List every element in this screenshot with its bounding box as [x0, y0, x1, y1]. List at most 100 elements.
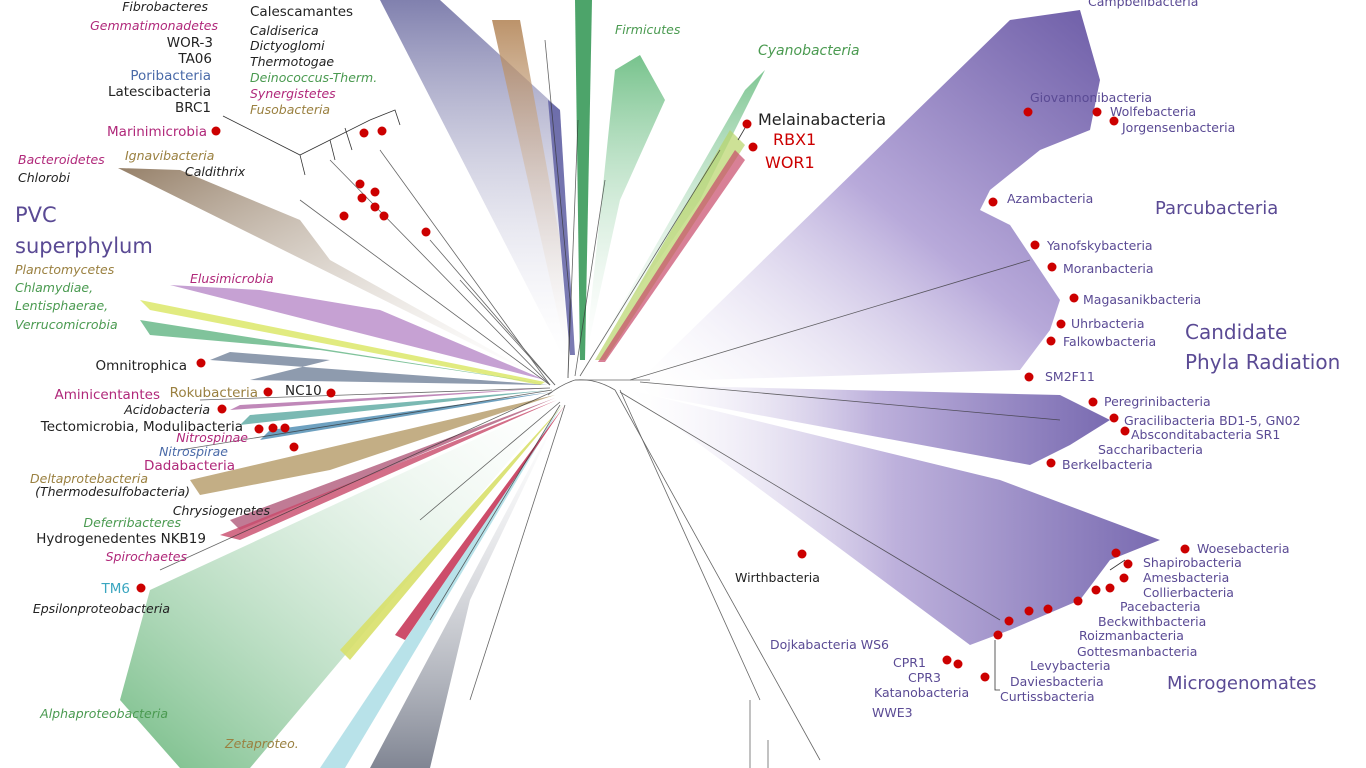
new-lineage-marker — [217, 404, 227, 414]
taxon-label: Ignavibacteria — [125, 148, 214, 163]
wedge-elusimicrobia — [170, 285, 545, 380]
taxon-label: Synergistetes — [250, 86, 336, 101]
new-lineage-marker — [1091, 585, 1101, 595]
taxon-label: Chlamydiae, — [15, 280, 93, 295]
new-lineage-marker — [1043, 604, 1053, 614]
new-lineage-marker — [355, 179, 365, 189]
cpr-taxon-label: Saccharibacteria — [1098, 442, 1203, 457]
cpr-taxon-label: Falkowbacteria — [1063, 334, 1156, 349]
wedge-lower-red — [395, 405, 565, 640]
cpr-taxon-label: CPR1 — [893, 655, 926, 670]
new-lineage-marker — [1024, 606, 1034, 616]
cpr-taxon-label: Giovannonibacteria — [1030, 90, 1152, 105]
taxon-label: Gemmatimonadetes — [90, 18, 218, 33]
taxon-label: Aminicentantes — [55, 387, 160, 403]
new-lineage-marker — [1030, 240, 1040, 250]
cpr-taxon-label: Azambacteria — [1007, 191, 1093, 206]
new-lineage-marker — [196, 358, 206, 368]
taxon-label: (Thermodesulfobacteria) — [35, 484, 190, 499]
cpr-taxon-label: Curtissbacteria — [1000, 689, 1095, 704]
taxon-label: RBX1 — [773, 130, 816, 149]
new-lineage-marker — [1180, 544, 1190, 554]
cpr-taxon-label: Uhrbacteria — [1071, 316, 1145, 331]
label-leader-lines — [222, 109, 1126, 691]
taxon-label: NC10 — [285, 383, 322, 399]
group-label: Phyla Radiation — [1185, 350, 1340, 374]
taxon-label: superphylum — [15, 234, 153, 258]
cpr-taxon-label: Yanofskybacteria — [1046, 238, 1153, 253]
new-lineage-marker — [1046, 336, 1056, 346]
new-lineage-marker — [263, 387, 273, 397]
new-lineage-marker — [1119, 573, 1129, 583]
new-lineage-marker — [1109, 116, 1119, 126]
taxon-label: Deinococcus-Therm. — [250, 70, 377, 85]
taxon-label: Caldithrix — [185, 164, 246, 179]
taxon-label: WOR-3 — [167, 35, 213, 51]
wedge-cyanobacteria — [590, 70, 765, 360]
new-lineage-marker — [1109, 413, 1119, 423]
wedge-pvc-green — [140, 320, 545, 384]
taxon-label: Fibrobacteres — [122, 0, 208, 14]
new-lineage-marker — [1111, 548, 1121, 558]
new-lineage-marker — [1073, 596, 1083, 606]
new-lineage-marker — [1024, 372, 1034, 382]
new-lineage-marker — [953, 659, 963, 669]
taxon-label: Melainabacteria — [758, 110, 886, 129]
cpr-taxon-label: Gottesmanbacteria — [1077, 644, 1197, 659]
new-lineage-marker — [421, 227, 431, 237]
clade-wedges — [118, 0, 1160, 768]
cpr-taxon-label: Peregrinibacteria — [1104, 394, 1211, 409]
new-lineage-marker — [357, 193, 367, 203]
new-lineage-marker — [370, 187, 380, 197]
wedge-blue-strip — [548, 100, 575, 355]
taxon-label: Thermotogae — [250, 54, 334, 69]
wedge-pvc-yellow — [140, 300, 545, 385]
wedge-left-thin-5 — [220, 400, 557, 540]
new-lineage-marker — [377, 126, 387, 136]
taxon-label: Dadabacteria — [144, 458, 235, 474]
group-label: Parcubacteria — [1155, 198, 1278, 219]
taxon-label: Elusimicrobia — [190, 271, 274, 286]
new-lineage-marker — [136, 583, 146, 593]
cpr-wedge-middle — [640, 385, 1110, 465]
taxon-label: Bacteroidetes — [18, 152, 105, 167]
taxon-label: Chlorobi — [18, 170, 70, 185]
new-lineage-marker — [1120, 426, 1130, 436]
new-lineage-marker — [980, 672, 990, 682]
wedge-bacteroidetes — [118, 168, 545, 380]
taxon-label: Verrucomicrobia — [15, 317, 118, 332]
wedge-lower-yellow — [340, 405, 563, 660]
taxon-label: Deltaprotebacteria — [30, 471, 148, 486]
new-lineage-marker — [797, 549, 807, 559]
cpr-taxon-label: CPR3 — [908, 670, 941, 685]
taxon-label: Deferribacteres — [83, 515, 181, 530]
cpr-taxon-label: SM2F11 — [1045, 369, 1095, 384]
taxon-label: Alphaproteobacteria — [39, 706, 168, 721]
cpr-taxon-label: WWE3 — [872, 705, 913, 720]
wedge-lower-grey — [370, 405, 563, 768]
cpr-wedge-parcubacteria — [640, 10, 1100, 380]
cpr-taxon-label: Roizmanbacteria — [1079, 628, 1184, 643]
new-lineage-marker — [280, 423, 290, 433]
taxon-label: PVC — [15, 203, 57, 227]
taxon-label: TM6 — [101, 581, 130, 597]
taxon-label: Zetaproteo. — [224, 736, 299, 751]
cpr-taxon-label: Levybacteria — [1030, 658, 1111, 673]
new-lineage-marker — [742, 119, 752, 129]
taxon-label: Latescibacteria — [108, 84, 211, 100]
cpr-taxon-label: Shapirobacteria — [1143, 555, 1242, 570]
taxon-label: Spirochaetes — [106, 549, 188, 564]
wedge-omnitrophica — [210, 352, 548, 385]
new-lineage-marker — [1056, 319, 1066, 329]
wedge-left-thin-3 — [260, 392, 552, 440]
new-lineage-marker — [254, 424, 264, 434]
cpr-taxon-label: Amesbacteria — [1143, 570, 1229, 585]
taxon-label: Dictyoglomi — [250, 38, 325, 53]
cpr-taxon-label: Wolfebacteria — [1110, 104, 1196, 119]
new-lineage-marker — [942, 655, 952, 665]
cpr-taxon-label: Katanobacteria — [874, 685, 969, 700]
wedge-brown-top — [492, 20, 568, 360]
cpr-taxon-label: Gracilibacteria BD1-5, GN02 — [1124, 413, 1301, 428]
cpr-taxon-label: Magasanikbacteria — [1083, 292, 1201, 307]
